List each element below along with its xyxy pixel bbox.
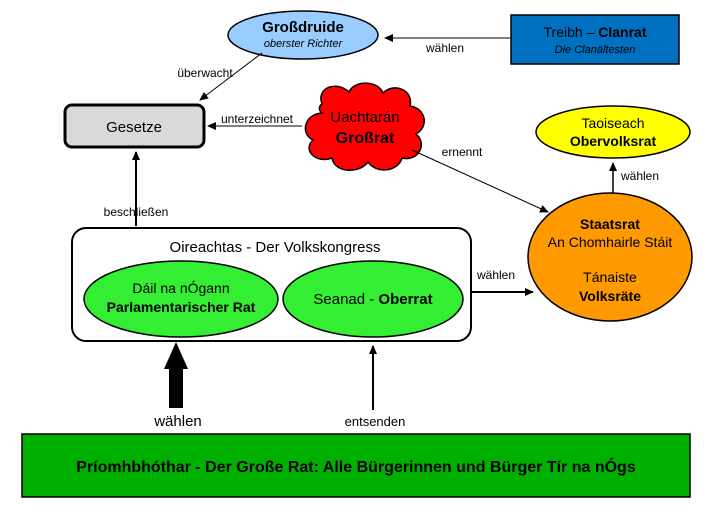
node-dail: Dáil na nÓgann Parlamentarischer Rat bbox=[83, 260, 279, 338]
priomh-label: Príomhbhóthar - Der Große Rat: Alle Bürg… bbox=[76, 457, 636, 476]
edge-waehlen-volk-shaft bbox=[169, 368, 183, 408]
seanad-plain: Seanad - bbox=[313, 291, 378, 308]
label-beschliessen: beschließen bbox=[104, 205, 169, 219]
label-ueberwacht: überwacht bbox=[177, 66, 233, 80]
taoiseach-line1: Taoiseach bbox=[581, 115, 644, 131]
edge-beschliessen: beschließen bbox=[104, 151, 169, 226]
staatsrat-line2: An Chomhairle Stáit bbox=[548, 234, 673, 250]
dail-line1: Dáil na nÓgann bbox=[132, 280, 229, 296]
uachtaran-line1: Uachtarán bbox=[330, 109, 399, 126]
label-waehlen-staatsrat: wählen bbox=[476, 268, 515, 282]
label-waehlen-taoiseach: wählen bbox=[620, 169, 659, 183]
seanad-bold: Oberrat bbox=[378, 291, 432, 308]
node-gesetze: Gesetze bbox=[63, 103, 206, 149]
edge-ernennt: ernennt bbox=[411, 145, 549, 213]
edge-ueberwacht-line bbox=[199, 52, 263, 101]
label-entsenden: entsenden bbox=[345, 414, 406, 429]
edge-unterzeichnet: unterzeichnet bbox=[207, 112, 302, 130]
node-treibh-clanrat: Treibh – Clanrat Die Clanältesten bbox=[510, 14, 680, 65]
treibh-subtitle: Die Clanältesten bbox=[555, 44, 636, 56]
node-grossdruide: Großdruide oberster Richter bbox=[227, 10, 379, 60]
edge-entsenden: entsenden bbox=[345, 345, 406, 429]
edge-waehlen-volk: wählen bbox=[153, 342, 202, 430]
treibh-title-plain: Treibh – bbox=[544, 24, 599, 40]
uachtaran-line2: Großrat bbox=[336, 130, 395, 147]
treibh-title: Treibh – Clanrat bbox=[544, 24, 647, 40]
label-waehlen-volk: wählen bbox=[153, 413, 202, 430]
edge-ueberwacht: überwacht bbox=[177, 52, 263, 101]
edge-waehlen-staatsrat: wählen bbox=[472, 268, 534, 296]
staatsrat-line4: Volksräte bbox=[579, 288, 641, 304]
treibh-title-bold: Clanrat bbox=[598, 24, 647, 40]
node-taoiseach: Taoiseach Obervolksrat bbox=[535, 105, 691, 159]
label-waehlen-clanrat: wählen bbox=[425, 41, 464, 55]
label-unterzeichnet: unterzeichnet bbox=[221, 112, 294, 126]
dail-line2: Parlamentarischer Rat bbox=[107, 299, 256, 315]
taoiseach-line2: Obervolksrat bbox=[570, 133, 657, 149]
oireachtas-title: Oireachtas - Der Volkskongress bbox=[170, 239, 381, 256]
grossdruide-subtitle: oberster Richter bbox=[264, 38, 344, 50]
edge-clanrat-waehlen: wählen bbox=[384, 34, 510, 55]
grossdruide-title: Großdruide bbox=[262, 19, 344, 36]
node-priomhbhothar: Príomhbhóthar - Der Große Rat: Alle Bürg… bbox=[21, 433, 691, 498]
staatsrat-line1: Staatsrat bbox=[580, 216, 640, 232]
edge-waehlen-taoiseach: wählen bbox=[609, 162, 659, 193]
gesetze-label: Gesetze bbox=[106, 119, 162, 136]
seanad-label: Seanad - Oberrat bbox=[313, 291, 432, 308]
label-ernennt: ernennt bbox=[442, 145, 483, 159]
node-uachtaran-cloud: Uachtarán Großrat bbox=[304, 82, 425, 171]
staatsrat-line3: Tánaiste bbox=[583, 269, 637, 285]
node-seanad: Seanad - Oberrat bbox=[282, 260, 464, 338]
edge-waehlen-volk-head bbox=[164, 342, 188, 369]
node-staatsrat: Staatsrat An Chomhairle Stáit Tánaiste V… bbox=[527, 192, 693, 322]
edge-ernennt-line bbox=[411, 149, 549, 213]
